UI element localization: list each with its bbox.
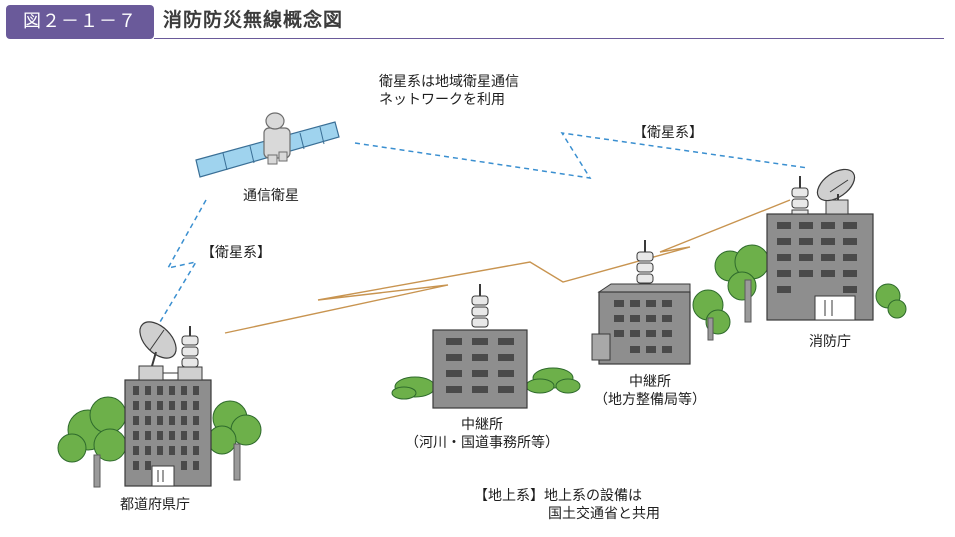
satellite-link-line (354, 132, 809, 179)
figure-title: 消防防災無線概念図 (163, 9, 344, 31)
figure-number-badge: 図２－１－７ (6, 5, 154, 39)
relay-river-label: 中継所 （河川・国道事務所等） (402, 416, 562, 452)
relay-river-building-icon (432, 329, 528, 409)
fire-agency-building-icon (766, 213, 874, 321)
satellite-link-label-right: 【衛星系】 (633, 125, 703, 141)
fire-agency-trees-icon (714, 244, 907, 323)
relay-river-label-line: 中継所 (461, 417, 503, 433)
fire-agency-dish-antenna-icon (816, 168, 856, 215)
relay-regional-trees-icon (692, 289, 731, 341)
satellite-link-label-left: 【衛星系】 (201, 245, 271, 261)
relay-river-shrubs-icon (391, 367, 581, 400)
relay-regional-label: 中継所 （地方整備局等） (580, 373, 720, 409)
fire-agency-relay-antenna-icon (791, 176, 809, 215)
relay-regional-label-line: （地方整備局等） (594, 392, 706, 408)
terrestrial-note-line: 国土交通省と共用 (548, 506, 660, 522)
relay-regional-label-line: 中継所 (629, 374, 671, 390)
prefecture-label: 都道府県庁 (120, 497, 190, 513)
relay-regional-antenna-icon (636, 240, 654, 284)
prefecture-relay-antenna-icon (163, 326, 203, 381)
satellite-label: 通信衛星 (243, 188, 299, 204)
relay-river-antenna-icon (471, 284, 489, 328)
terrestrial-note: 【地上系】地上系の設備は 国土交通省と共用 (474, 487, 660, 523)
satellite-icon (195, 112, 340, 178)
satellite-note-line: ネットワークを利用 (379, 92, 505, 108)
prefecture-building-icon (124, 379, 212, 487)
fire-agency-label: 消防庁 (809, 334, 851, 350)
terrestrial-link-line (224, 199, 791, 334)
prefecture-dish-antenna-icon (138, 321, 177, 381)
prefecture-trees-icon (57, 396, 262, 488)
satellite-note-line: 衛星系は地域衛星通信 (379, 74, 519, 90)
terrestrial-note-line: 【地上系】地上系の設備は (474, 488, 642, 504)
satellite-note: 衛星系は地域衛星通信 ネットワークを利用 (379, 73, 519, 109)
relay-regional-building-icon (591, 283, 691, 365)
satellite-link-line (159, 199, 207, 323)
relay-river-label-line: （河川・国道事務所等） (405, 435, 559, 451)
title-rule (154, 38, 944, 39)
